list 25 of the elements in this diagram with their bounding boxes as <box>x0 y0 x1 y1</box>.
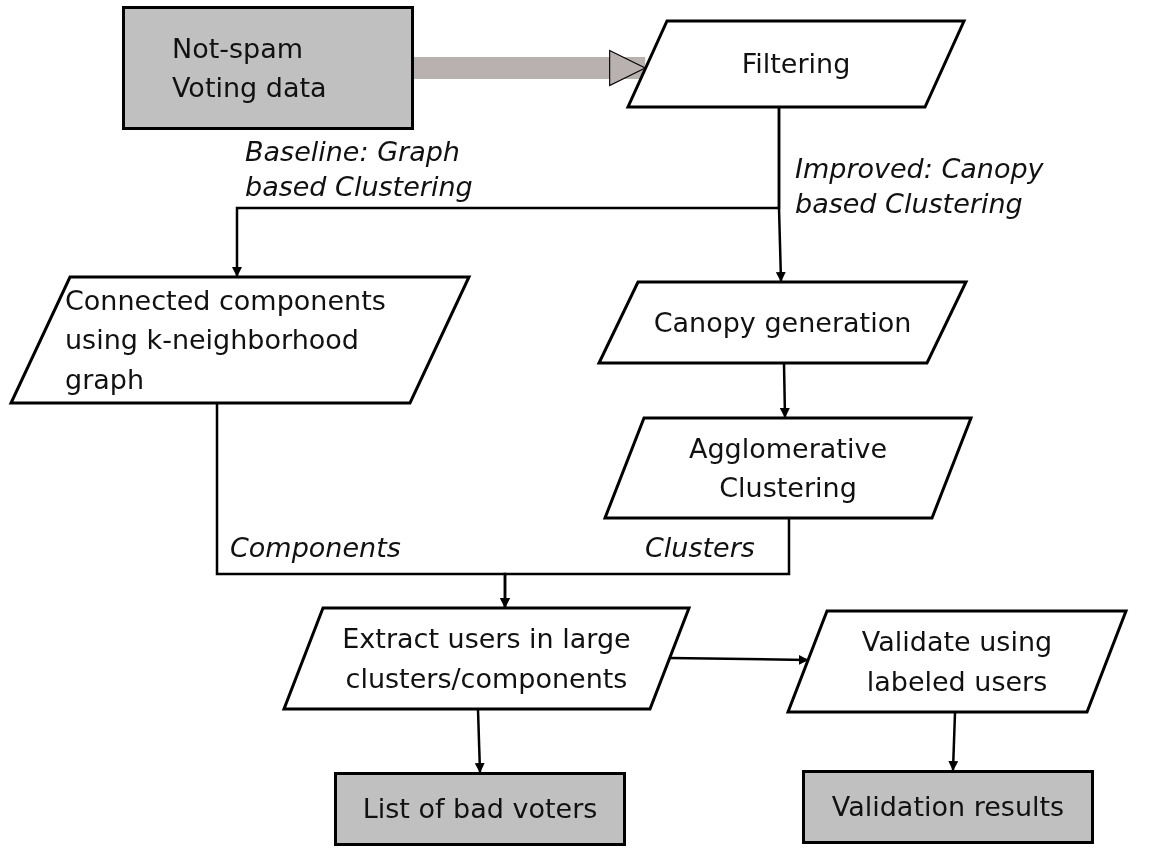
data-box <box>122 6 414 130</box>
arrow <box>670 654 809 665</box>
arrow <box>775 108 786 282</box>
node-label: Not-spam Voting data <box>172 31 328 105</box>
arrow <box>779 363 790 418</box>
node-label: Connected components using k-neighborhood graph <box>65 284 387 397</box>
node-label: Extract users in large clusters/components <box>341 622 632 696</box>
process-parallelogram <box>787 610 1127 713</box>
arrow <box>474 709 485 773</box>
block-arrow <box>414 49 646 87</box>
node-label: Filtering <box>741 47 851 82</box>
process-parallelogram <box>604 417 972 519</box>
arrow <box>948 712 959 771</box>
process-parallelogram <box>598 281 967 364</box>
node-label: Canopy generation <box>653 305 912 340</box>
arrow <box>500 519 791 608</box>
node-label: Agglomerative Clustering <box>688 431 888 505</box>
node-label: List of bad voters <box>362 792 598 827</box>
process-parallelogram <box>10 276 470 404</box>
process-parallelogram <box>283 607 690 710</box>
node-label: Validation results <box>831 790 1065 825</box>
data-box <box>802 770 1094 844</box>
process-parallelogram <box>627 20 965 108</box>
data-box <box>334 772 626 846</box>
node-label: Validate using labeled users <box>860 625 1054 699</box>
